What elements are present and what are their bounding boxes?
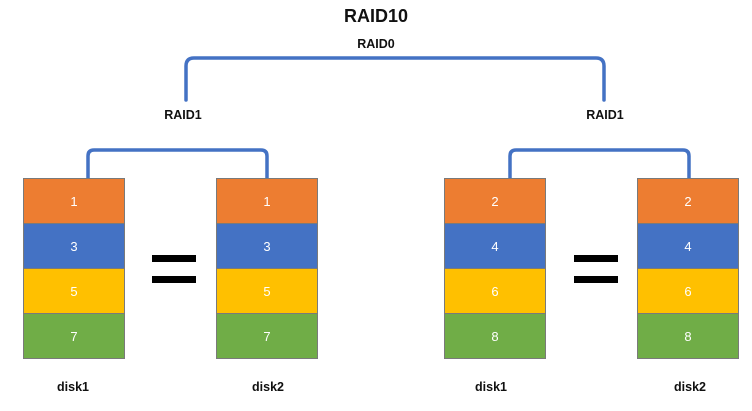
disk-label: disk2 <box>674 380 706 394</box>
block: 6 <box>445 269 545 314</box>
raid1-bracket-left <box>86 148 269 180</box>
diagram-title: RAID10 <box>343 6 409 26</box>
block: 2 <box>638 179 738 224</box>
equals-sign-left <box>152 251 196 287</box>
group1-disk1: 1 3 5 7 <box>23 178 125 359</box>
equals-sign-right <box>574 251 618 287</box>
block: 3 <box>217 224 317 269</box>
block: 8 <box>638 314 738 358</box>
raid0-bracket <box>184 56 606 102</box>
block: 2 <box>445 179 545 224</box>
group1-disk2: 1 3 5 7 <box>216 178 318 359</box>
disk-label: disk1 <box>475 380 507 394</box>
block: 8 <box>445 314 545 358</box>
block: 4 <box>638 224 738 269</box>
group2-disk2: 2 4 6 8 <box>637 178 739 359</box>
disk-label: disk1 <box>57 380 89 394</box>
group2-disk1: 2 4 6 8 <box>444 178 546 359</box>
block: 6 <box>638 269 738 314</box>
raid0-label: RAID0 <box>357 37 395 51</box>
block: 1 <box>24 179 124 224</box>
raid1-label-left: RAID1 <box>164 108 202 122</box>
block: 7 <box>24 314 124 358</box>
block: 4 <box>445 224 545 269</box>
raid1-label-right: RAID1 <box>586 108 624 122</box>
block: 5 <box>217 269 317 314</box>
block: 3 <box>24 224 124 269</box>
block: 5 <box>24 269 124 314</box>
block: 1 <box>217 179 317 224</box>
raid1-bracket-right <box>508 148 691 180</box>
block: 7 <box>217 314 317 358</box>
disk-label: disk2 <box>252 380 284 394</box>
